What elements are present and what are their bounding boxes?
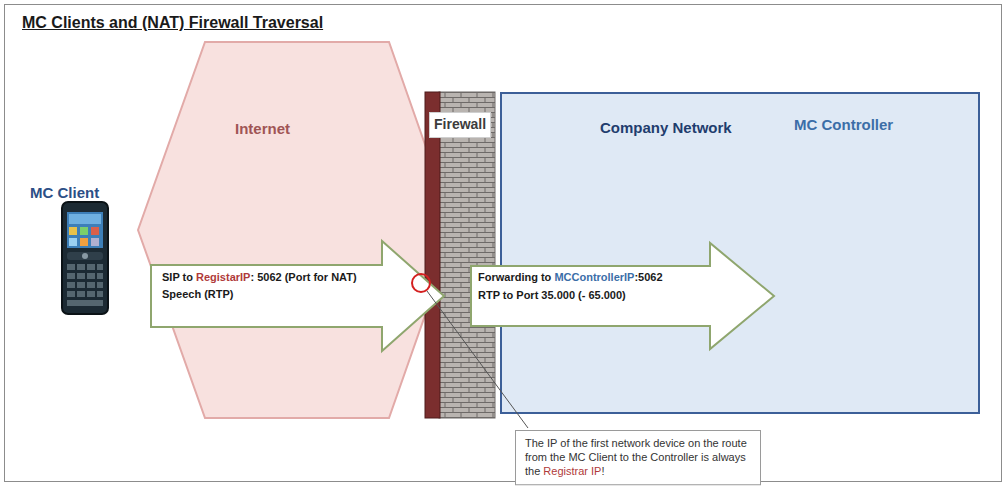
highlighted-address: RegistarIP (196, 271, 250, 283)
internet-hexagon: Internet (137, 40, 457, 420)
node-outline (425, 92, 495, 418)
block-arrow (471, 243, 774, 349)
node-heading: SIP to RegistarIP: 5062 (Port for NAT) (162, 271, 357, 285)
node-heading: Internet (235, 120, 290, 139)
node-heading: Company Network (600, 119, 732, 138)
note-box: The IP of the first network device on th… (515, 430, 761, 485)
wall-edge (425, 92, 440, 418)
leader-line (427, 291, 528, 428)
node-text: Speech (RTP) (162, 288, 234, 302)
firewall-wall: Firewall (425, 92, 495, 418)
node-outline (137, 40, 457, 420)
forwarding-arrow: Forwarding to MCControllerIP:5062RTP to … (470, 242, 776, 350)
note-outline (516, 431, 761, 485)
highlighted-address: Registrar IP (543, 465, 601, 477)
node-outline (500, 92, 980, 414)
diagram-title: MC Clients and (NAT) Firewall Traversal (22, 14, 323, 32)
node-text: RTP to Port 35.000 (- 65.000) (478, 289, 626, 303)
zone-outline (501, 93, 979, 413)
traffic-arrow: SIP to RegistarIP: 5062 (Port for NAT) Sp… (150, 240, 446, 352)
brick-texture (439, 92, 495, 418)
device-label: MC Client (30, 184, 99, 201)
network-zone: Company Network MC Controller (500, 92, 980, 414)
callout-circle (412, 274, 430, 292)
node-heading: MC Controller (794, 116, 893, 135)
node-heading: Firewall (429, 112, 491, 138)
node-heading: Forwarding to MCControllerIP:5062 (478, 271, 663, 285)
block-arrow (151, 241, 444, 351)
highlighted-address: MCControllerIP (554, 271, 634, 283)
phone-icon (62, 202, 108, 314)
node-heading: The IP of the first network device on th… (525, 437, 751, 478)
hexagon-outline (138, 42, 455, 418)
